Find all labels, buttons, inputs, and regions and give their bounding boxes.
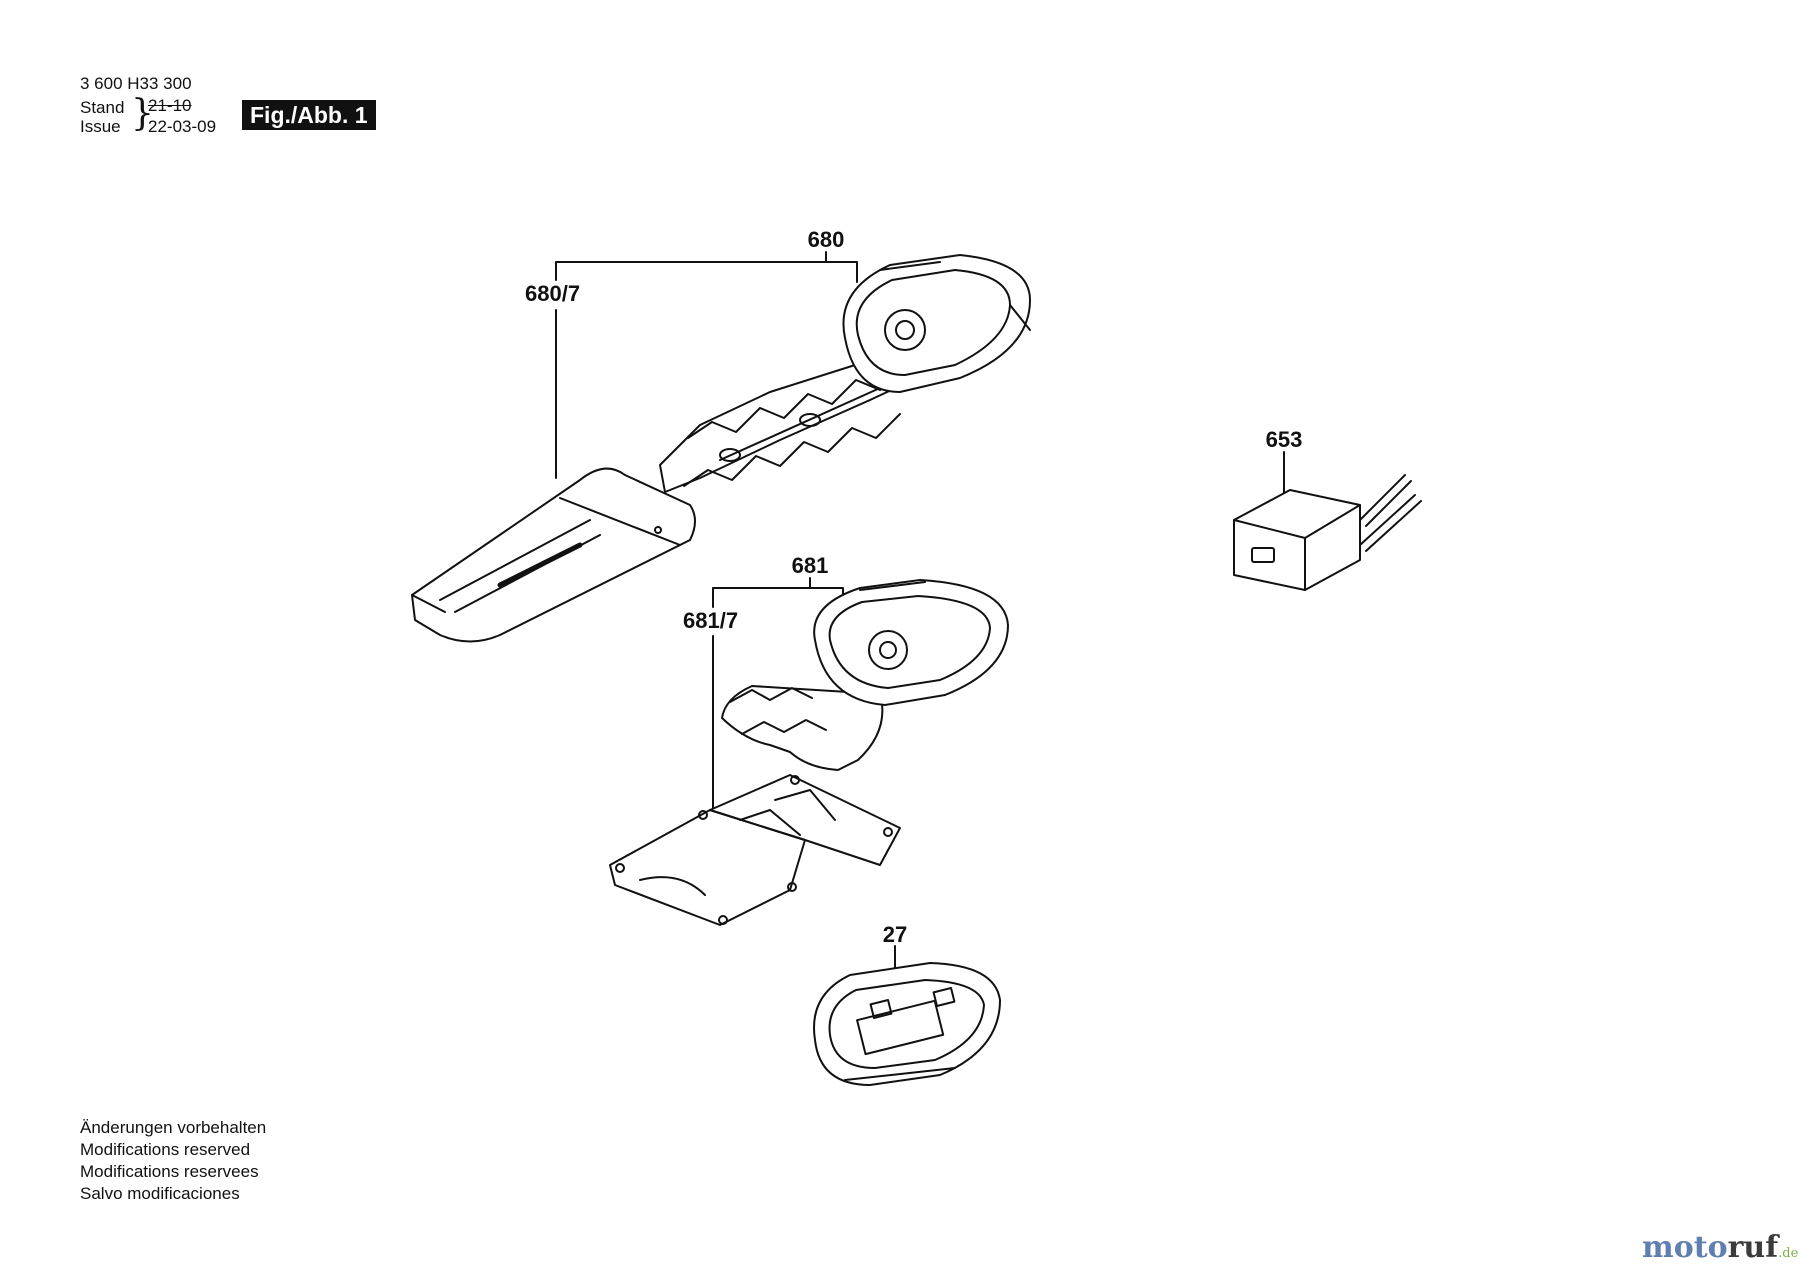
- note-de: Änderungen vorbehalten: [80, 1118, 267, 1137]
- figure-label: Fig./Abb. 1: [242, 100, 376, 130]
- note-fr: Modifications reservees: [80, 1162, 259, 1181]
- callout-680-7: 680/7: [525, 281, 580, 306]
- watermark-part1: moto: [1642, 1230, 1728, 1265]
- part-27-base-cap: [813, 962, 1001, 1086]
- part-680-hedge-blade: [659, 254, 1031, 493]
- watermark-suffix: .de: [1778, 1246, 1799, 1261]
- stand-value: 21-10: [148, 96, 192, 115]
- modification-notes: Änderungen vorbehalten Modifications res…: [80, 1117, 266, 1205]
- note-es: Salvo modificaciones: [80, 1184, 240, 1203]
- callout-681-7: 681/7: [683, 608, 738, 633]
- callout-653: 653: [1266, 427, 1303, 452]
- part-653-charger: [1233, 474, 1422, 591]
- note-en: Modifications reserved: [80, 1140, 251, 1159]
- issue-value: 22-03-09: [148, 117, 217, 136]
- issue-label: Issue: [80, 117, 121, 136]
- callout-681: 681: [792, 553, 829, 578]
- watermark-part2: ruf: [1727, 1230, 1779, 1265]
- part-681-7-cover-plate: [609, 774, 901, 926]
- part-680-7-blade-cover: [411, 467, 696, 643]
- callout-680: 680: [808, 227, 845, 252]
- motoruf-watermark: motoruf.de: [1642, 1230, 1798, 1265]
- brace-glyph: }: [131, 93, 154, 134]
- part-number: 3 600 H33 300: [80, 74, 192, 93]
- stand-label: Stand: [80, 98, 125, 117]
- part-681-shrub-blade: [721, 579, 1009, 771]
- callout-27: 27: [883, 922, 907, 947]
